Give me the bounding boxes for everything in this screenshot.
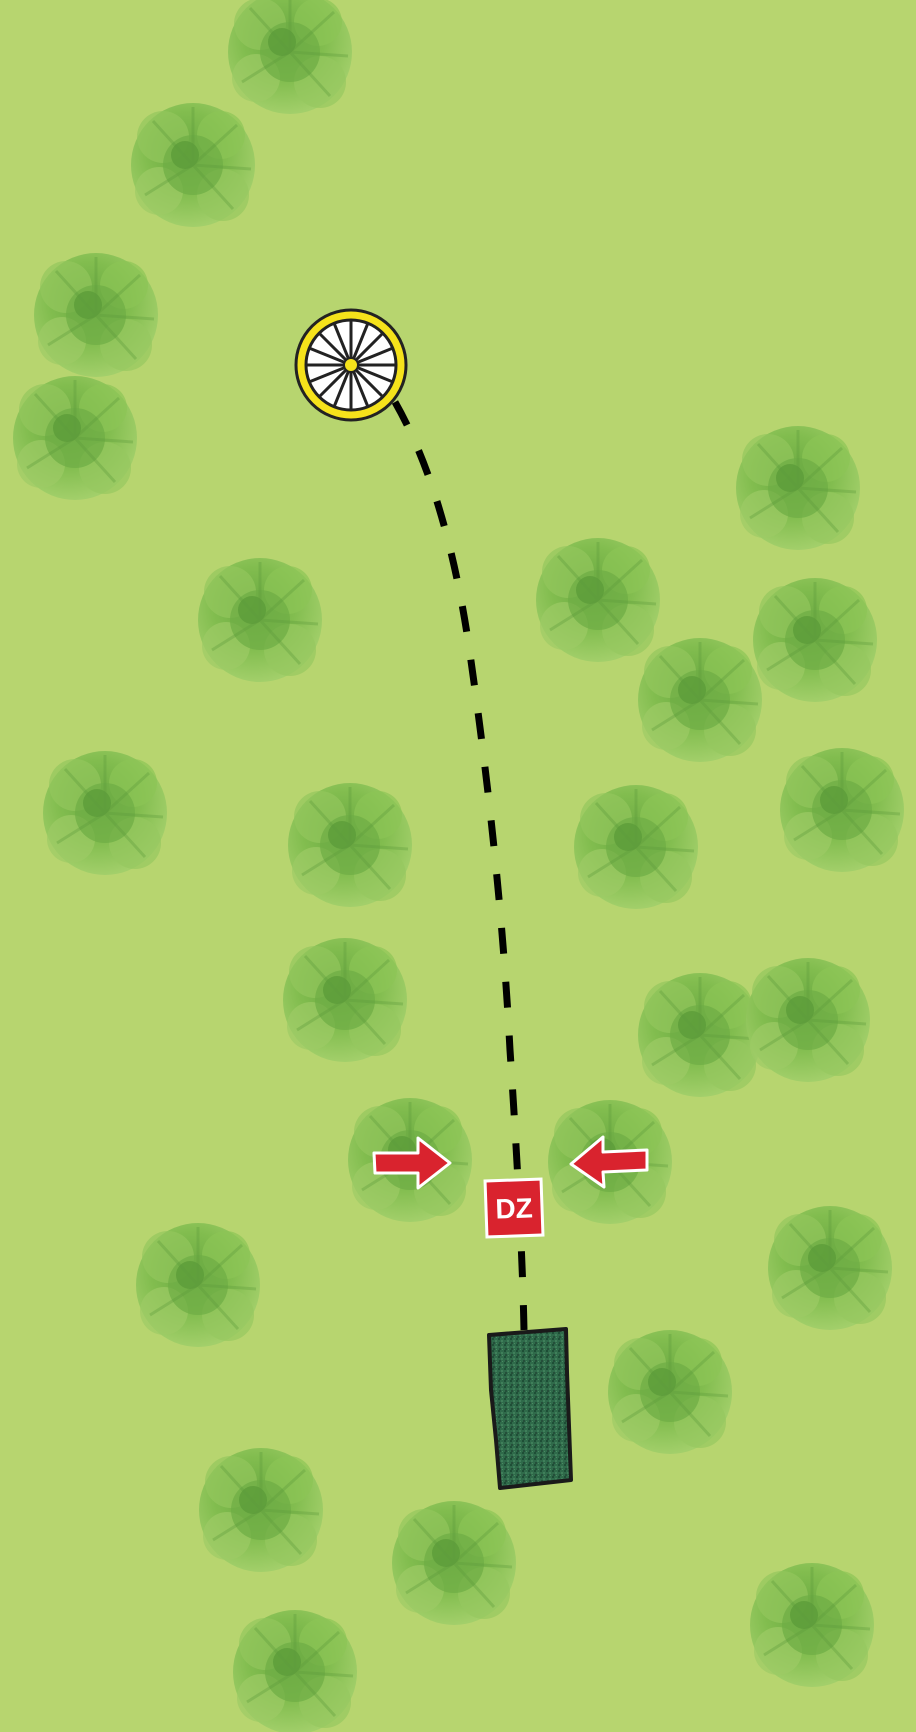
tree-icon <box>288 783 412 907</box>
tree-icon <box>768 1206 892 1330</box>
tree-cluster <box>13 0 904 1732</box>
tree-icon <box>34 253 158 377</box>
tree-icon <box>136 1223 260 1347</box>
tree-icon <box>574 785 698 909</box>
tree-icon <box>753 578 877 702</box>
tree-icon <box>750 1563 874 1687</box>
tree-icon <box>131 103 255 227</box>
tree-icon <box>43 751 167 875</box>
tree-icon <box>283 938 407 1062</box>
target-block[interactable] <box>489 1329 571 1488</box>
tree-icon <box>638 638 762 762</box>
tree-icon <box>608 1330 732 1454</box>
tree-icon <box>199 1448 323 1572</box>
tree-icon <box>746 958 870 1082</box>
tree-icon <box>228 0 352 114</box>
drop-zone-label: DZ <box>495 1192 533 1224</box>
tree-icon <box>233 1610 357 1732</box>
hedge-block-icon <box>489 1329 571 1488</box>
tree-icon <box>780 748 904 872</box>
wheel-hub <box>344 358 358 372</box>
tree-icon <box>536 538 660 662</box>
start-marker[interactable] <box>296 310 406 420</box>
drop-zone[interactable]: DZ <box>485 1179 543 1237</box>
tree-icon <box>13 376 137 500</box>
tree-icon <box>198 558 322 682</box>
tree-icon <box>638 973 762 1097</box>
tree-icon <box>392 1501 516 1625</box>
tree-icon <box>736 426 860 550</box>
